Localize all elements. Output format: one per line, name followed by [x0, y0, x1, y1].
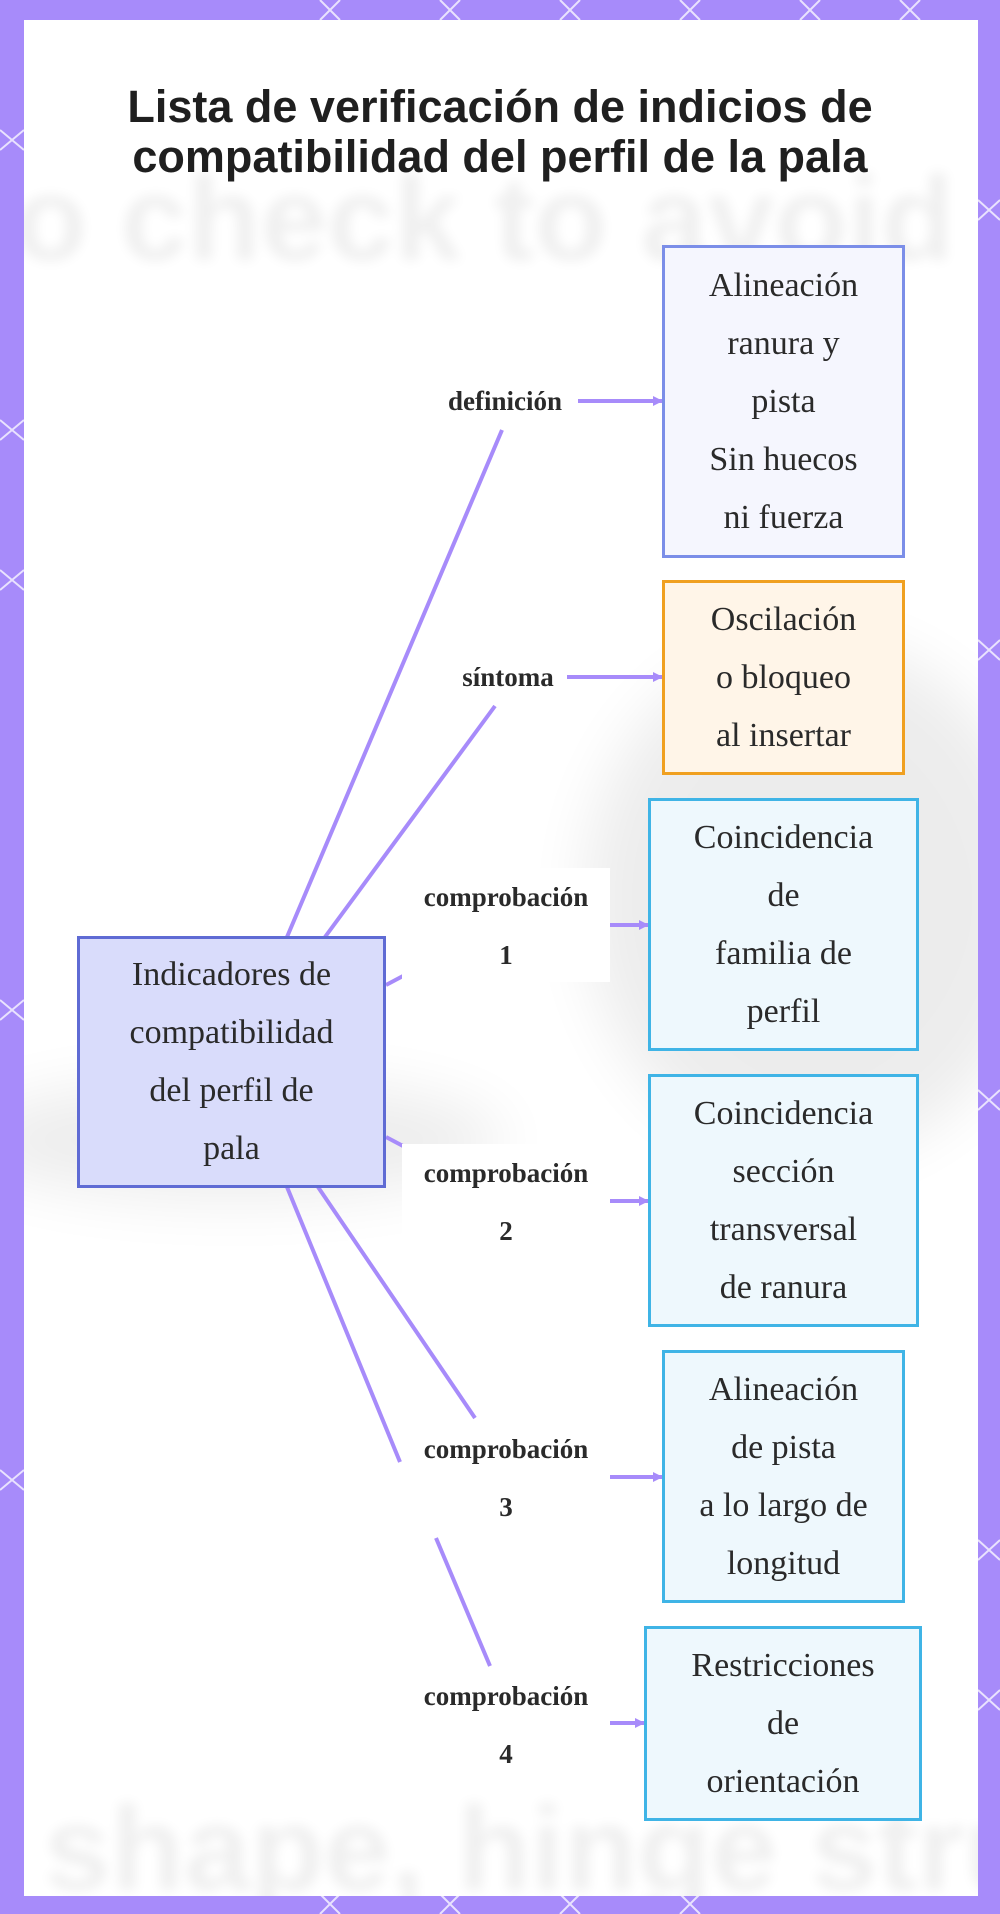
edge-label-check-2: comprobación 2 [402, 1144, 610, 1258]
edge-label-check-4: comprobación 4 [402, 1667, 610, 1781]
node-check-1: Coincidencia de familia de perfil [648, 798, 919, 1051]
edge-check3-branch [316, 1185, 477, 1420]
edge-label-check-3: comprobación 3 [402, 1420, 610, 1534]
edge-check4-branch-upper [285, 1186, 402, 1463]
edge-definition-branch [285, 429, 504, 938]
root-node: Indicadores de compatibilidad del perfil… [77, 936, 386, 1188]
edge-label-check-1: comprobación 1 [402, 868, 610, 982]
node-check-3: Alineación de pista a lo largo de longit… [662, 1350, 905, 1603]
diagram-title: Lista de verificación de indicios de com… [127, 81, 873, 182]
node-check-4: Restricciones de orientación [644, 1626, 922, 1821]
edge-check1-branch [385, 974, 404, 987]
node-check-2: Coincidencia sección transversal de ranu… [648, 1074, 919, 1327]
edge-label-definition: definición [433, 376, 577, 426]
edge-check2-branch [385, 1135, 404, 1148]
edge-symptom-branch [323, 704, 497, 939]
node-symptom: Oscilación o bloqueo al insertar [662, 580, 905, 775]
edge-check4-branch-lower [434, 1537, 492, 1667]
node-definition: Alineación ranura y pista Sin huecos ni … [662, 245, 905, 558]
edge-label-symptom: síntoma [450, 652, 566, 702]
